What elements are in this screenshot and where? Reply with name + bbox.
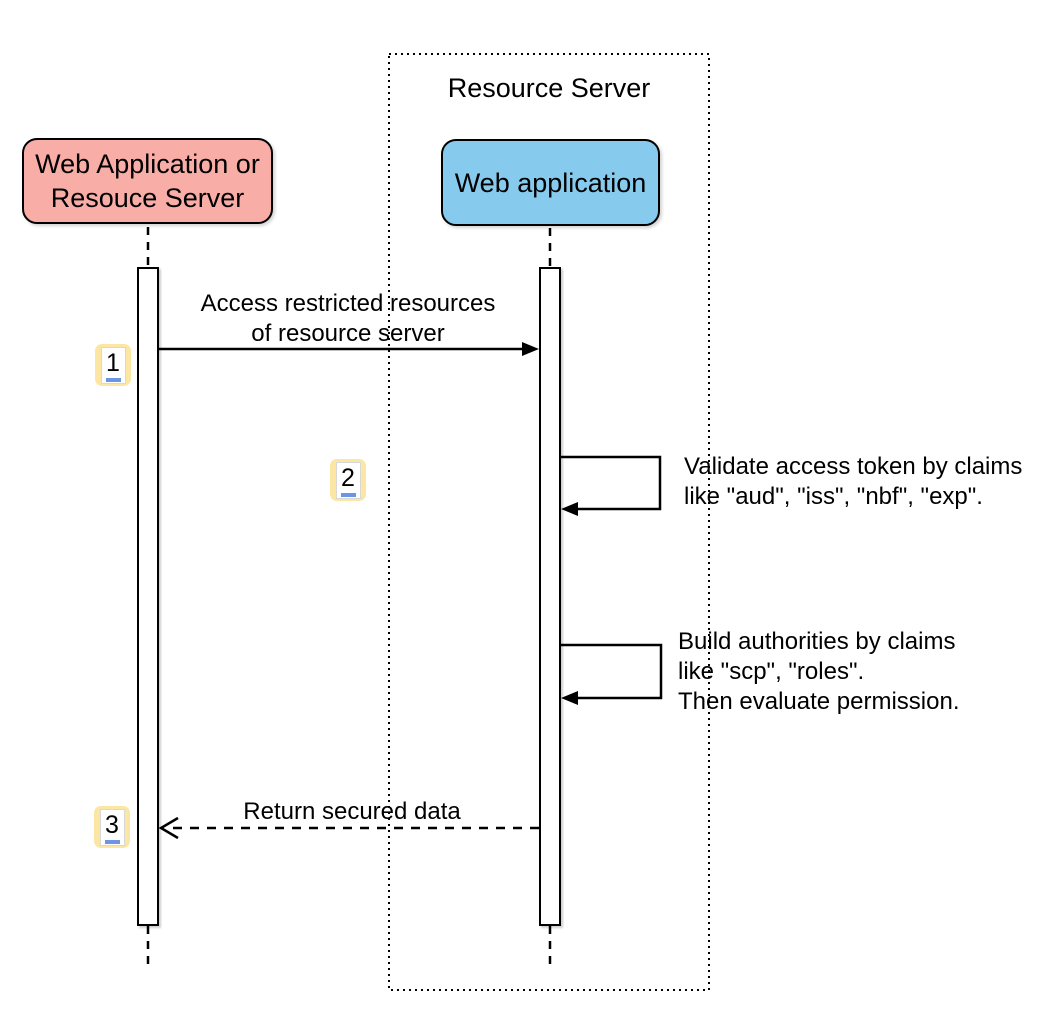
message1-line2: of resource server	[251, 320, 445, 347]
participant-label: Web application	[454, 167, 647, 198]
self-message2-line1: Build authorities by claims	[678, 628, 956, 655]
badge-2-number: 2	[341, 463, 355, 492]
message1-arrowhead	[522, 342, 539, 356]
badge-3-number: 3	[105, 810, 119, 839]
right-activation-bar	[539, 267, 561, 926]
self-message1-line1: Validate access token by claims	[684, 453, 1023, 480]
sequence-number-badge-2: 2	[330, 459, 366, 501]
self-message2-loop	[560, 643, 663, 700]
self-message1-loop	[560, 455, 662, 511]
sequence-number-badge-3: 3	[94, 806, 130, 848]
self-message1-arrowhead	[561, 502, 578, 516]
message3-label: Return secured data	[162, 797, 542, 827]
badge-3-inner: 3	[99, 808, 125, 846]
self-message2-label: Build authorities by claims like "scp", …	[678, 627, 1048, 717]
message1-line1: Access restricted resources	[200, 290, 496, 317]
self-message2-line3: Then evaluate permission.	[678, 688, 960, 715]
badge-1-inner: 1	[100, 346, 126, 384]
self-message1-label: Validate access token by claims like "au…	[684, 452, 1044, 512]
message3-line1: Return secured data	[243, 798, 461, 825]
participant-label-line1: Web Application or	[35, 149, 260, 179]
resource-server-boundary	[388, 53, 710, 991]
participant-web-application-or-resource-server: Web Application or Resouce Server	[22, 138, 273, 224]
boundary-title: Resource Server	[447, 73, 651, 103]
badge-1-number: 1	[106, 348, 120, 377]
badge-2-inner: 2	[335, 461, 361, 499]
message1-label: Access restricted resources of resource …	[158, 289, 538, 349]
sequence-number-badge-1: 1	[95, 344, 131, 386]
self-message2-arrowhead	[561, 691, 578, 705]
participant-label-line2: Resouce Server	[50, 183, 245, 213]
self-message2-line2: like "scp", "roles".	[678, 658, 865, 685]
left-activation-bar	[137, 267, 159, 926]
badge-1-underline	[105, 377, 121, 382]
self-message1-line2: like "aud", "iss", "nbf", "exp".	[684, 483, 983, 510]
participant-web-application: Web application	[441, 139, 660, 226]
badge-2-underline	[340, 492, 356, 497]
badge-3-underline	[104, 839, 120, 844]
message3-open-arrowhead	[158, 816, 179, 840]
